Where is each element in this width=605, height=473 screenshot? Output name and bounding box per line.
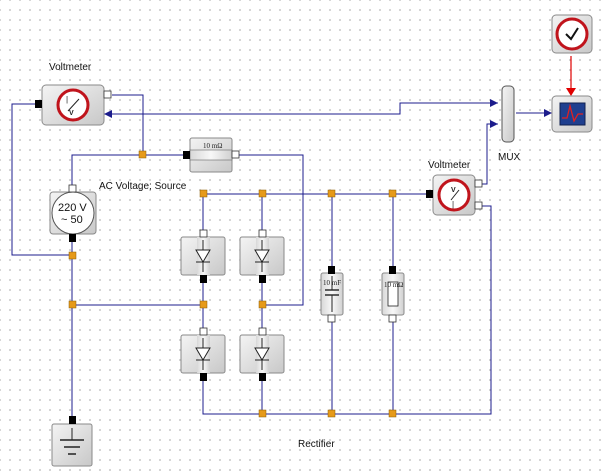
pin	[258, 229, 267, 238]
svg-text:|: |	[452, 200, 454, 209]
node	[327, 409, 336, 418]
wire-top-bus[interactable]	[202, 193, 428, 232]
load-resistor[interactable]	[381, 266, 405, 323]
pin	[328, 266, 335, 274]
svg-text:|: |	[66, 95, 68, 104]
pin	[199, 327, 208, 336]
node	[327, 189, 336, 198]
diode-icon	[254, 240, 270, 272]
voltmeter-top[interactable]: | V	[35, 84, 112, 126]
source-value-voltage: 220 V	[58, 202, 87, 214]
pin	[388, 314, 397, 323]
node	[68, 300, 77, 309]
pin	[259, 373, 266, 381]
diode-d1[interactable]	[180, 229, 226, 283]
wire-vm2-to-mux[interactable]	[482, 123, 498, 185]
diode-d3[interactable]	[180, 327, 226, 381]
pin	[258, 327, 267, 336]
source-value-frequency: ~ 50	[61, 214, 83, 226]
diode-icon	[195, 240, 211, 272]
node	[68, 251, 77, 260]
pin	[389, 266, 396, 274]
node	[258, 300, 267, 309]
pin	[474, 179, 483, 188]
diode-d4[interactable]	[239, 327, 285, 381]
node	[388, 409, 397, 418]
series-resistor[interactable]	[183, 137, 240, 173]
pin	[200, 275, 207, 283]
svg-text:V: V	[451, 187, 456, 194]
capacitor[interactable]	[320, 266, 344, 323]
diode-icon	[195, 338, 211, 370]
voltmeter-gauge-icon: | V	[56, 88, 90, 122]
rectifier-label: Rectifier	[298, 439, 335, 450]
pin	[426, 190, 433, 198]
voltmeter-right-label: Voltmeter	[428, 160, 471, 171]
pin	[69, 416, 76, 424]
junction-nodes	[68, 150, 397, 418]
wire-res-to-bridge[interactable]	[238, 154, 304, 306]
pin	[35, 100, 42, 108]
wire-vm1-right[interactable]	[112, 94, 144, 155]
wire-source-top[interactable]	[71, 154, 186, 185]
capacitor-label: 10 mF	[323, 279, 341, 287]
pin	[68, 184, 77, 193]
node	[388, 189, 397, 198]
arrow-mux-in1	[490, 99, 498, 107]
node	[258, 409, 267, 418]
arrow-mux-in2	[490, 120, 498, 128]
pin	[69, 234, 76, 242]
node	[258, 189, 267, 198]
svg-text:V: V	[69, 110, 74, 117]
scope-block[interactable]	[551, 95, 593, 133]
pin	[327, 314, 336, 323]
pin	[474, 201, 483, 210]
voltmeter-top-label: Voltmeter	[49, 62, 92, 73]
series-resistor-label: 10 mΩ	[203, 142, 222, 150]
diode-d2[interactable]	[239, 229, 285, 283]
clock-icon	[555, 17, 589, 51]
pin	[231, 150, 240, 159]
pin	[199, 229, 208, 238]
mux-block[interactable]	[501, 85, 515, 143]
wire-bottom-bus[interactable]	[202, 205, 492, 415]
scope-icon	[559, 102, 586, 126]
clock-block[interactable]	[551, 14, 593, 54]
load-resistor-label: 10 mΩ	[384, 281, 403, 289]
voltmeter-right[interactable]: V |	[426, 174, 483, 216]
arrow-vm1-out	[104, 110, 112, 118]
voltmeter-gauge-icon: V |	[437, 178, 471, 212]
ground-block[interactable]	[51, 416, 93, 467]
pin	[259, 275, 266, 283]
arrow-scope-in	[544, 109, 552, 117]
node	[138, 150, 147, 159]
pin	[103, 90, 112, 99]
node	[199, 300, 208, 309]
pin	[183, 151, 190, 159]
ground-icon	[60, 428, 84, 455]
source-label: AC Voltage; Source	[99, 181, 187, 192]
wire-vm1-left[interactable]	[11, 103, 72, 256]
node	[199, 189, 208, 198]
mux-label: MUX	[498, 152, 521, 163]
event-link-arrow	[566, 88, 576, 96]
wire-vm1-to-mux[interactable]	[104, 102, 498, 115]
ac-voltage-source[interactable]	[49, 184, 97, 242]
pin	[200, 373, 207, 381]
diode-icon	[254, 338, 270, 370]
